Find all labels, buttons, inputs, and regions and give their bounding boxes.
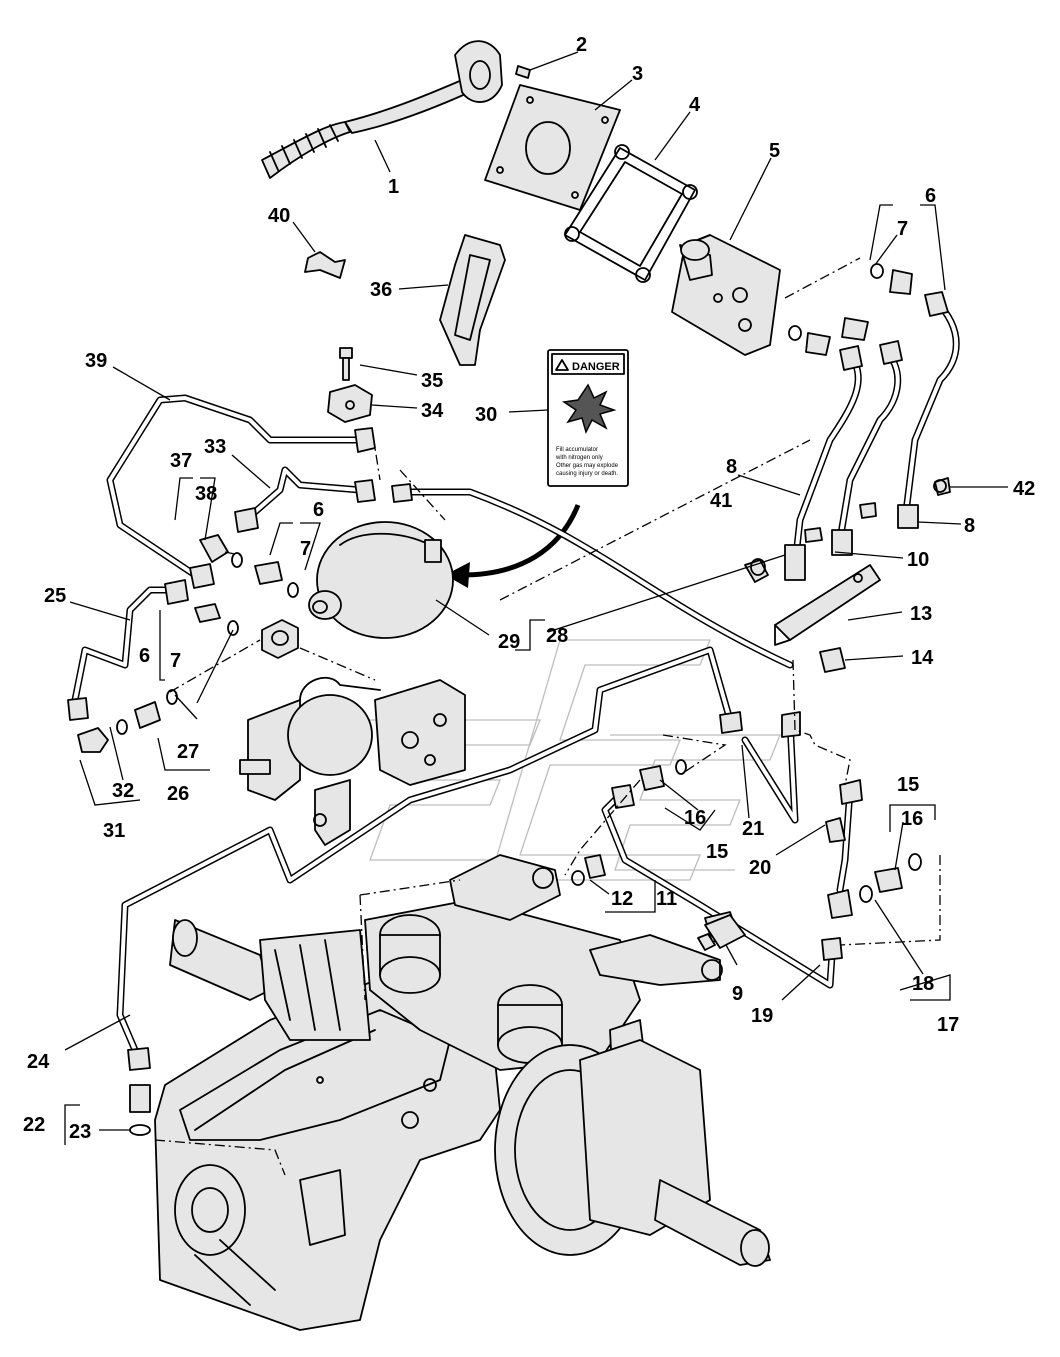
callout: 23: [69, 1121, 91, 1143]
grouping-brackets: [64, 204, 951, 1145]
tube-33: [244, 466, 364, 522]
fittings: [67, 263, 951, 1136]
leader-lines: [64, 51, 1008, 1131]
callout: 8: [726, 456, 737, 478]
callout: 15: [706, 841, 728, 863]
callout: 40: [268, 205, 290, 227]
transmission-housing: [154, 974, 501, 1331]
control-valve-assembly: [364, 854, 723, 1071]
callout: 16: [684, 807, 706, 829]
callout: 3: [632, 63, 643, 85]
pressure-sensor: [697, 914, 746, 951]
callout: 19: [751, 1005, 773, 1027]
callout: 24: [27, 1051, 50, 1073]
callout: 11: [656, 888, 677, 910]
danger-line2: with nitrogen only: [555, 455, 603, 461]
arrow-icon: [445, 504, 581, 588]
bolt: [339, 347, 353, 381]
callout: 12: [611, 888, 633, 910]
tube-24: [116, 646, 734, 1054]
danger-heading: DANGER: [572, 361, 620, 373]
callout: 6: [313, 499, 324, 521]
callout: 38: [195, 483, 217, 505]
callout: 30: [475, 404, 497, 426]
callout: 18: [912, 973, 934, 995]
callout: 37: [170, 450, 192, 472]
callout: 16: [901, 808, 923, 830]
clamp-block: [327, 384, 373, 423]
tube-25: [71, 586, 179, 704]
callout: 27: [177, 741, 199, 763]
callout: 26: [167, 783, 189, 805]
bracket-13: [774, 564, 881, 646]
callout: 8: [964, 515, 975, 537]
callout: 7: [300, 538, 311, 560]
callout: 7: [897, 218, 908, 240]
assembly-lines: [154, 257, 941, 1176]
accumulator: [308, 521, 454, 639]
callout: 22: [23, 1114, 45, 1136]
hose-21: [741, 716, 799, 824]
accumulator-bracket-assembly: [239, 676, 466, 846]
callout: 39: [85, 350, 107, 372]
cover-bracket: [439, 234, 506, 366]
callout: 29: [498, 631, 520, 653]
callout: 31: [103, 820, 125, 842]
callout: 6: [139, 645, 150, 667]
hose-20: [836, 786, 854, 894]
danger-line3: Other gas may explode: [556, 463, 619, 469]
callout: 28: [546, 625, 568, 647]
callout: 25: [44, 585, 66, 607]
callout: 4: [689, 94, 701, 116]
callout: 9: [732, 983, 743, 1005]
callout: 34: [421, 400, 444, 422]
callout: 10: [907, 549, 929, 571]
callout: 35: [421, 370, 443, 392]
clip: [304, 251, 346, 279]
callout: 7: [170, 650, 181, 672]
danger-decal: DANGER Fill accumulator with nitrogen on…: [547, 349, 629, 487]
callout: 41: [710, 490, 732, 512]
callout: 21: [742, 818, 764, 840]
tube-39: [106, 394, 364, 579]
valve-block: [671, 234, 781, 356]
nut-29: [261, 619, 299, 659]
lever-handle: [261, 40, 503, 179]
tube-19: [601, 791, 836, 989]
callout: 32: [112, 780, 134, 802]
danger-line1: Fill accumulator: [556, 447, 598, 453]
callout: 13: [910, 603, 932, 625]
callout: 42: [1013, 478, 1035, 500]
callout: 2: [576, 34, 587, 56]
callout: 17: [937, 1014, 959, 1036]
rear-axle: [169, 919, 771, 1267]
screw-2: [515, 65, 531, 79]
mounting-plate: [484, 84, 621, 211]
callout-numbers: 1 2 3 4 5 6 7 40 36 39 35 34 30 33 37 38…: [23, 34, 1035, 1143]
callout: 36: [370, 279, 392, 301]
callout: 5: [769, 140, 780, 162]
callout: 20: [749, 857, 771, 879]
tube-main-long: [406, 488, 794, 669]
callout: 6: [925, 185, 936, 207]
callout: 15: [897, 774, 919, 796]
callout: 1: [388, 176, 399, 198]
callout: 33: [204, 436, 226, 458]
gasket: [564, 144, 698, 283]
danger-line4: causing injury or death.: [556, 471, 618, 477]
callout: 14: [911, 647, 934, 669]
